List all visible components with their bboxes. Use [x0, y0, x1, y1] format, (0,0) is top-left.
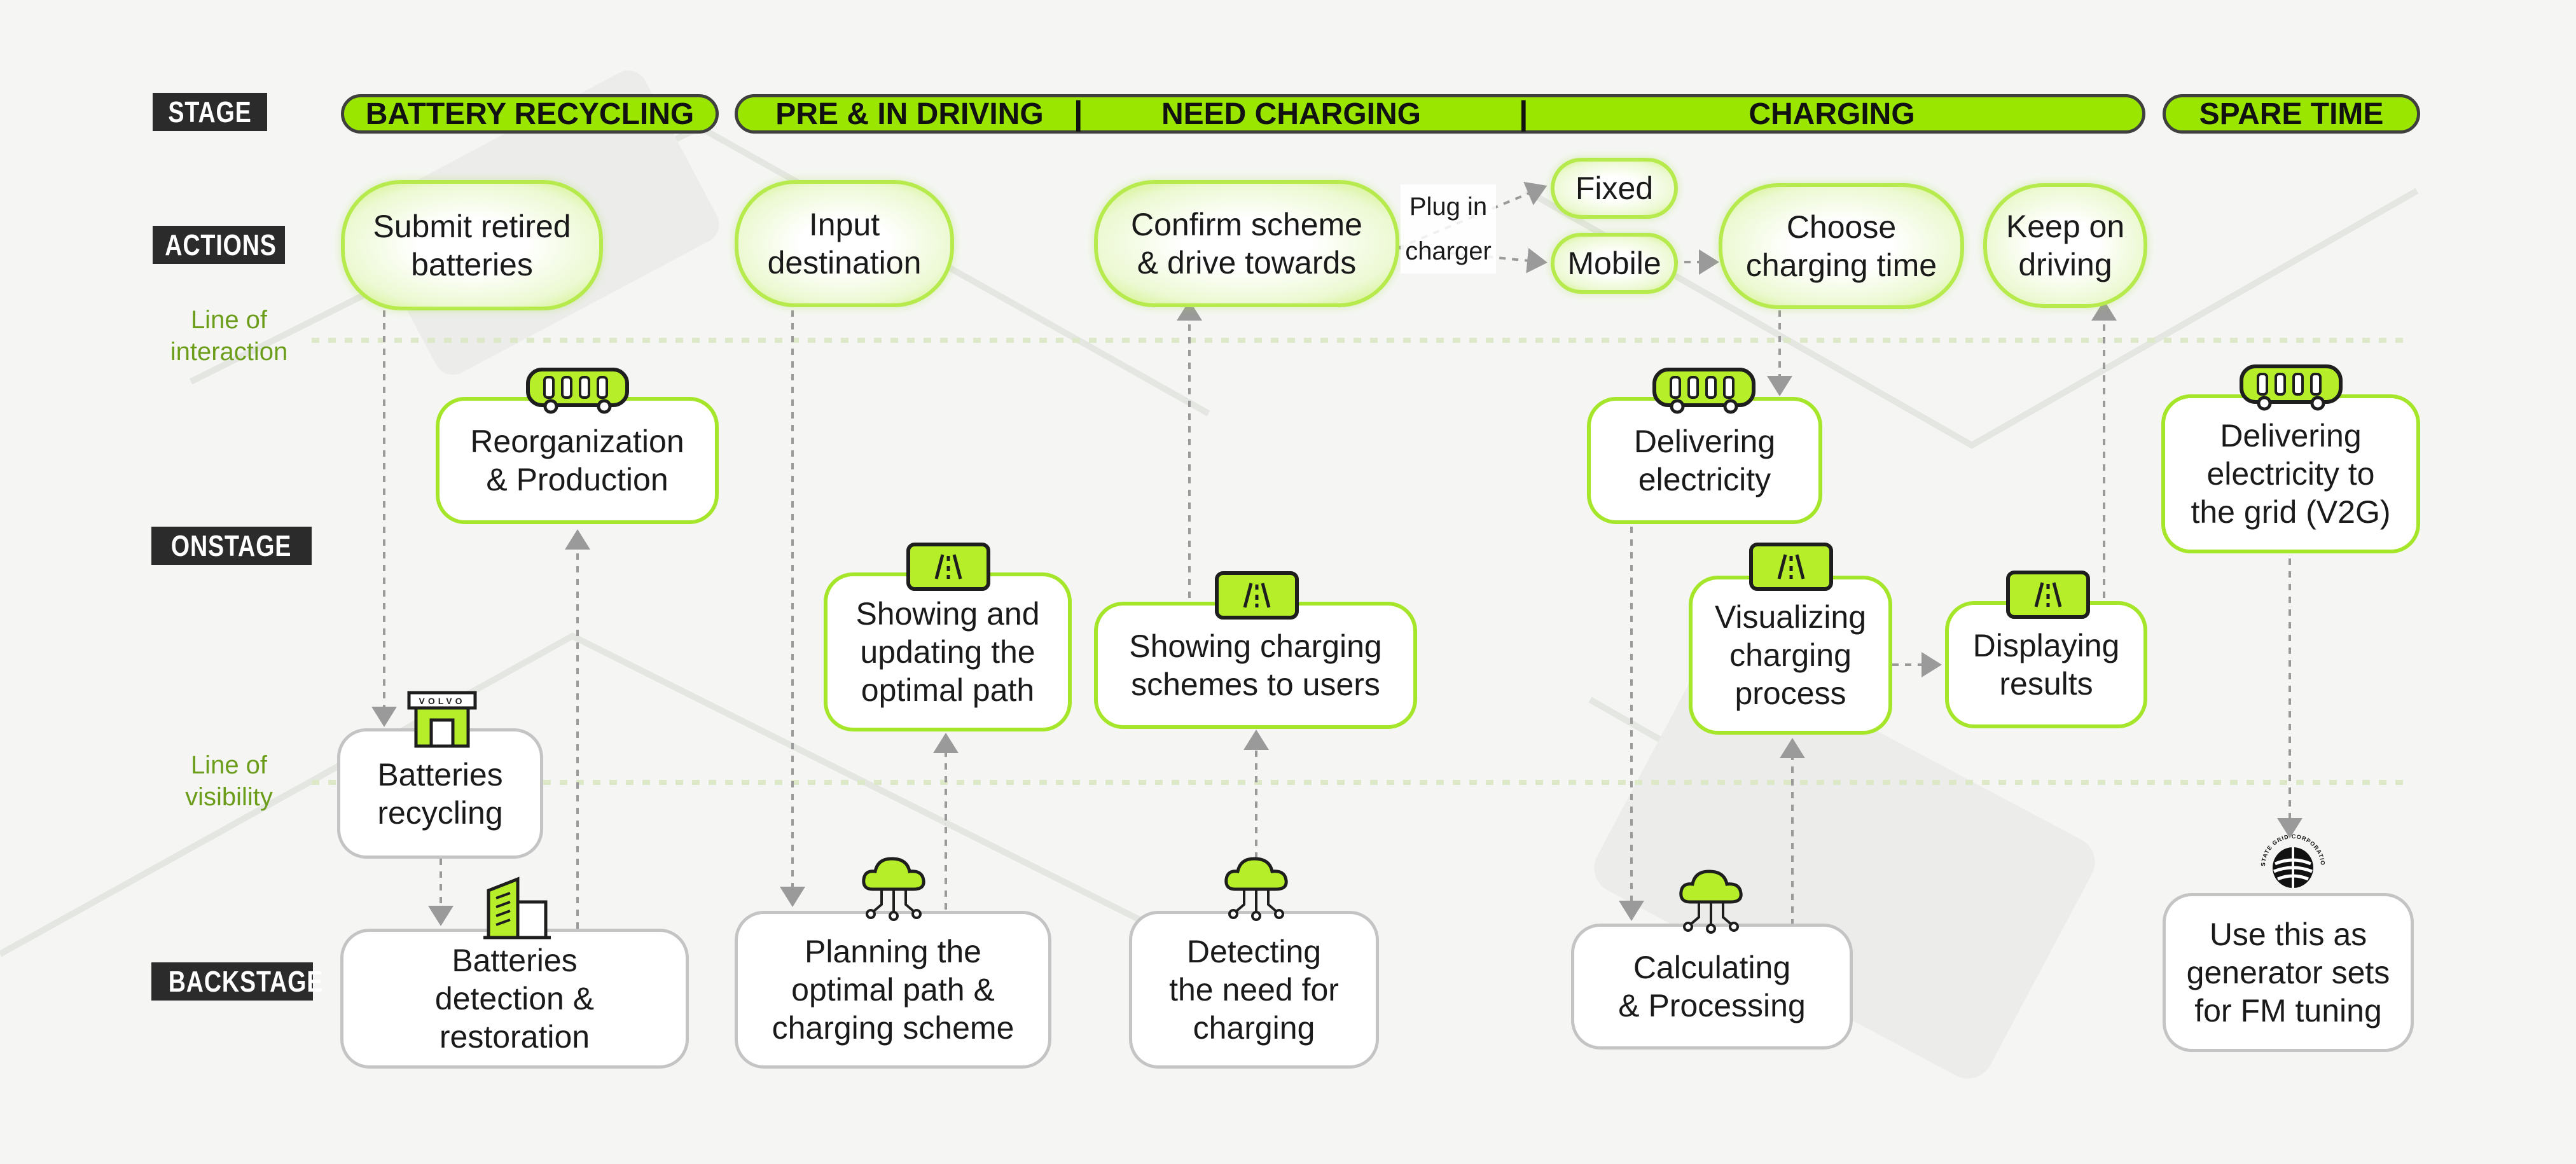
backstage-label: BACKSTAGE — [151, 962, 322, 1001]
store-sign-text: VOLVO — [419, 696, 466, 706]
action-keep-label: Keep on driving — [2005, 209, 2125, 282]
onstage-visualizing[interactable]: Visualizing charging process — [1689, 576, 1892, 735]
action-confirm-scheme[interactable]: Confirm scheme & drive towards — [1094, 180, 1399, 307]
action-mobile-label: Mobile — [1567, 246, 1661, 281]
onstage-showing-path-label: Showing and updating the optimal path — [855, 596, 1040, 708]
onstage-batteries-recycling[interactable]: Batteries recycling — [337, 728, 543, 859]
state-grid-logo: STATE GRID CORPORATION OF CHINA — [2255, 828, 2325, 888]
action-submit-retired-batteries[interactable]: Submit retired batteries — [341, 180, 603, 310]
action-input-destination[interactable]: Input destination — [735, 180, 954, 307]
stage-battery-recycling: BATTERY RECYCLING — [365, 97, 695, 131]
onstage-v2g-label: Delivering electricity to the grid (V2G) — [2191, 418, 2391, 530]
line-of-visibility-label: Line of visibility — [185, 751, 273, 811]
action-input-label: Input destination — [767, 207, 922, 281]
road-screen-icon — [1215, 571, 1299, 620]
action-fixed-label: Fixed — [1575, 170, 1654, 206]
action-keep-on-driving[interactable]: Keep on driving — [1983, 183, 2147, 308]
backstage-planning[interactable]: Planning the optimal path & charging sch… — [735, 911, 1051, 1069]
plug-in-charger-label: Plug in charger — [1401, 184, 1496, 274]
stage-need-charging: NEED CHARGING — [1161, 97, 1422, 131]
cloud-network-icon — [1679, 870, 1743, 934]
onstage-displaying-results[interactable]: Displaying results — [1945, 601, 2147, 728]
stage-separator-1: | — [1074, 95, 1083, 132]
backstage-detecting-label: Detecting the need for charging — [1169, 934, 1339, 1046]
onstage-delivering-electricity[interactable]: Delivering electricity — [1587, 397, 1822, 524]
road-screen-icon — [906, 543, 990, 591]
backstage-detection[interactable]: Batteries detection & restoration — [340, 929, 689, 1069]
action-choose-charging-time[interactable]: Choose charging time — [1719, 183, 1964, 309]
stage-label: STAGE — [153, 93, 267, 131]
store-icon: VOLVO — [407, 691, 477, 748]
action-mobile[interactable]: Mobile — [1551, 233, 1678, 294]
onstage-visualizing-label: Visualizing charging process — [1714, 599, 1867, 711]
backstage-generator[interactable]: Use this as generator sets for FM tuning — [2163, 893, 2414, 1052]
road-screen-icon — [1749, 543, 1833, 591]
backstage-planning-label: Planning the optimal path & charging sch… — [772, 934, 1014, 1046]
onstage-showing-schemes[interactable]: Showing charging schemes to users — [1094, 602, 1417, 729]
stage-driving-charging-bar — [735, 94, 2145, 134]
bus-icon — [2240, 364, 2343, 411]
onstage-reorganization[interactable]: Reorganization & Production — [436, 397, 719, 524]
action-choose-label: Choose charging time — [1745, 209, 1937, 283]
bus-icon — [1652, 368, 1755, 414]
cloud-network-icon — [1224, 857, 1288, 921]
onstage-showing-path[interactable]: Showing and updating the optimal path — [824, 572, 1072, 731]
action-submit-label: Submit retired batteries — [373, 208, 571, 282]
stage-separator-2: | — [1519, 95, 1528, 132]
bus-icon — [526, 368, 629, 414]
backstage-calculating[interactable]: Calculating & Processing — [1571, 924, 1853, 1050]
cloud-network-icon — [862, 857, 925, 921]
onstage-recycling-label: Batteries recycling — [377, 756, 503, 831]
stage-battery-recycling-bar — [341, 94, 719, 134]
onstage-reorg-label: Reorganization & Production — [470, 424, 684, 497]
onstage-label: ONSTAGE — [151, 527, 312, 565]
stage-pre-in-driving: PRE & IN DRIVING — [775, 97, 1044, 131]
action-fixed[interactable]: Fixed — [1551, 158, 1678, 219]
stage-charging: CHARGING — [1748, 97, 1915, 131]
action-confirm-label: Confirm scheme & drive towards — [1131, 207, 1362, 281]
backstage-detection-label: Batteries detection & restoration — [434, 943, 595, 1055]
road-screen-icon — [2006, 571, 2090, 619]
onstage-showing-schemes-label: Showing charging schemes to users — [1129, 628, 1382, 702]
onstage-displaying-label: Displaying results — [1972, 628, 2120, 702]
onstage-delivering-label: Delivering electricity — [1633, 424, 1776, 497]
line-of-interaction-label: Line of interaction — [170, 306, 288, 366]
backstage-calculating-label: Calculating & Processing — [1618, 950, 1806, 1023]
backstage-generator-label: Use this as generator sets for FM tuning — [2186, 917, 2390, 1029]
backstage-detecting[interactable]: Detecting the need for charging — [1129, 911, 1379, 1069]
onstage-v2g[interactable]: Delivering electricity to the grid (V2G) — [2161, 394, 2420, 553]
actions-label: ACTIONS — [153, 226, 285, 264]
building-icon — [483, 876, 551, 939]
stage-spare-time-bar — [2163, 94, 2420, 134]
stage-spare-time: SPARE TIME — [2199, 97, 2384, 131]
